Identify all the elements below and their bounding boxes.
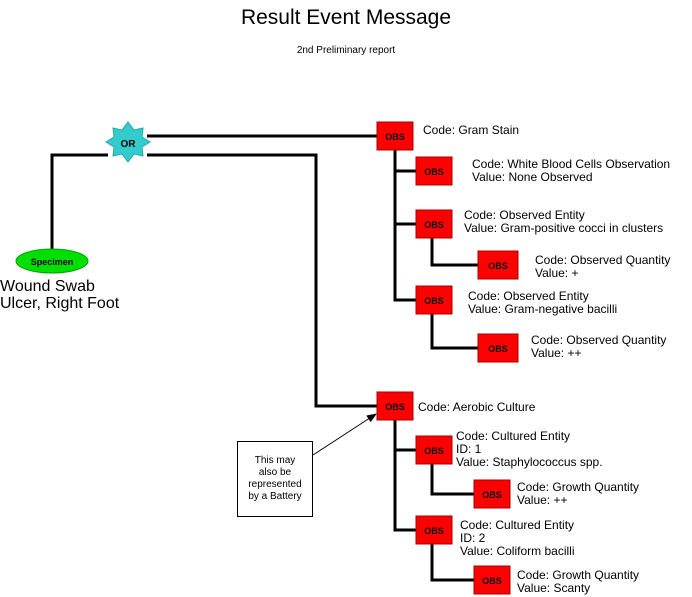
- connector-gram-entity2: [393, 224, 416, 302]
- obs-cultured-entity-1: OBS: [415, 435, 453, 465]
- connector-culture1-growth: [430, 464, 474, 496]
- observed-entity-2-code: Code: Observed Entity: [468, 289, 589, 303]
- wbc-observation: Code: White Blood Cells Observation Valu…: [472, 158, 670, 184]
- battery-note: This may also be represented by a Batter…: [237, 441, 313, 517]
- observed-quantity-2-value: Value: ++: [531, 346, 582, 360]
- specimen-label-line2: Ulcer, Right Foot: [0, 295, 120, 312]
- observed-quantity-1: Code: Observed Quantity Value: +: [535, 254, 670, 280]
- cultured-entity-1: Code: Cultured Entity ID: 1 Value: Staph…: [456, 430, 603, 469]
- obs-wbc: OBS: [415, 156, 453, 186]
- growth-quantity-2-code: Code: Growth Quantity: [517, 568, 640, 582]
- connector-entity1-quantity: [430, 238, 478, 267]
- or-label: OR: [121, 139, 137, 150]
- cultured-entity-1-value: Value: Staphylococcus spp.: [456, 455, 603, 469]
- cultured-entity-2-id: ID: 2: [460, 531, 486, 545]
- obs-observed-quantity-2: OBS: [477, 333, 519, 363]
- obs-label: OBS: [482, 490, 502, 500]
- connector-culture2-growth: [430, 544, 474, 582]
- growth-quantity-1-code: Code: Growth Quantity: [517, 480, 640, 494]
- or-star: [105, 121, 151, 163]
- cultured-entity-2-code: Code: Cultured Entity: [460, 518, 575, 532]
- obs-cultured-entity-2: OBS: [415, 515, 453, 545]
- obs-observed-quantity-1: OBS: [477, 250, 519, 280]
- connector-or-aerobic: [147, 153, 378, 408]
- note-arrow: [312, 413, 377, 456]
- connector-lines: [50, 134, 478, 582]
- connector-entity2-quantity: [430, 314, 478, 350]
- obs-growth-quantity-2: OBS: [473, 565, 511, 595]
- growth-quantity-2-value: Value: Scanty: [517, 581, 591, 595]
- observed-quantity-2-code: Code: Observed Quantity: [531, 333, 667, 347]
- growth-quantity-1-value: Value: ++: [517, 493, 568, 507]
- obs-gram-stain: OBS: [376, 121, 414, 151]
- wbc-code: Code: White Blood Cells Observation: [472, 157, 671, 171]
- connector-aerobic-entity1: [393, 420, 416, 452]
- specimen-badge: [15, 248, 89, 274]
- specimen-badge-label: Specimen: [31, 257, 74, 267]
- specimen-label: Wound Swab Ulcer, Right Foot: [0, 278, 119, 312]
- obs-label: OBS: [488, 344, 508, 354]
- gram-stain-code: Code: Gram Stain: [423, 123, 520, 137]
- obs-label: OBS: [424, 526, 444, 536]
- observed-entity-2-value: Value: Gram-negative bacilli: [468, 302, 618, 316]
- specimen-label-line1: Wound Swab: [0, 278, 95, 295]
- obs-label: OBS: [424, 446, 444, 456]
- growth-quantity-1: Code: Growth Quantity Value: ++: [517, 481, 639, 507]
- observed-quantity-1-value: Value: +: [535, 266, 579, 280]
- growth-quantity-2: Code: Growth Quantity Value: Scanty: [517, 569, 639, 595]
- cultured-entity-2-value: Value: Coliform bacilli: [460, 544, 575, 558]
- cultured-entity-1-id: ID: 1: [456, 442, 482, 456]
- note-line: by a Battery: [248, 491, 302, 502]
- obs-label: OBS: [488, 261, 508, 271]
- note-line: This may: [254, 455, 296, 466]
- connector-aerobic-entity2: [393, 450, 416, 532]
- page-title: Result Event Message: [240, 6, 452, 29]
- observed-entity-1-code: Code: Observed Entity: [464, 208, 585, 222]
- observed-quantity-1-code: Code: Observed Quantity: [535, 253, 671, 267]
- cultured-entity-1-code: Code: Cultured Entity: [456, 429, 571, 443]
- aerobic-culture-code: Code: Aerobic Culture: [418, 400, 536, 414]
- observed-entity-2: Code: Observed Entity Value: Gram-negati…: [468, 290, 617, 316]
- obs-label: OBS: [424, 167, 444, 177]
- obs-aerobic-culture: OBS: [376, 391, 414, 421]
- connector-gram-entity1: [393, 171, 416, 226]
- note-line: represented: [248, 479, 302, 490]
- obs-label: OBS: [424, 296, 444, 306]
- obs-growth-quantity-1: OBS: [473, 479, 511, 509]
- obs-label: OBS: [385, 132, 405, 142]
- obs-observed-entity-2: OBS: [415, 285, 453, 315]
- obs-observed-entity-1: OBS: [415, 209, 453, 239]
- note-line: also be: [258, 467, 292, 478]
- obs-label: OBS: [385, 402, 405, 412]
- observed-quantity-2: Code: Observed Quantity Value: ++: [531, 334, 666, 360]
- connector-specimen-or: [50, 153, 108, 250]
- obs-boxes: OBS OBS OBS OBS OBS OBS OBS OBS OBS OBS …: [376, 121, 519, 595]
- observed-entity-1-value: Value: Gram-positive cocci in clusters: [464, 221, 664, 235]
- obs-label: OBS: [424, 220, 444, 230]
- page-subtitle: 2nd Preliminary report: [296, 45, 396, 56]
- wbc-value: Value: None Observed: [472, 170, 593, 184]
- connector-gram-wbc: [393, 150, 416, 173]
- cultured-entity-2: Code: Cultured Entity ID: 2 Value: Colif…: [460, 519, 575, 558]
- obs-label: OBS: [482, 576, 502, 586]
- observed-entity-1: Code: Observed Entity Value: Gram-positi…: [464, 209, 663, 235]
